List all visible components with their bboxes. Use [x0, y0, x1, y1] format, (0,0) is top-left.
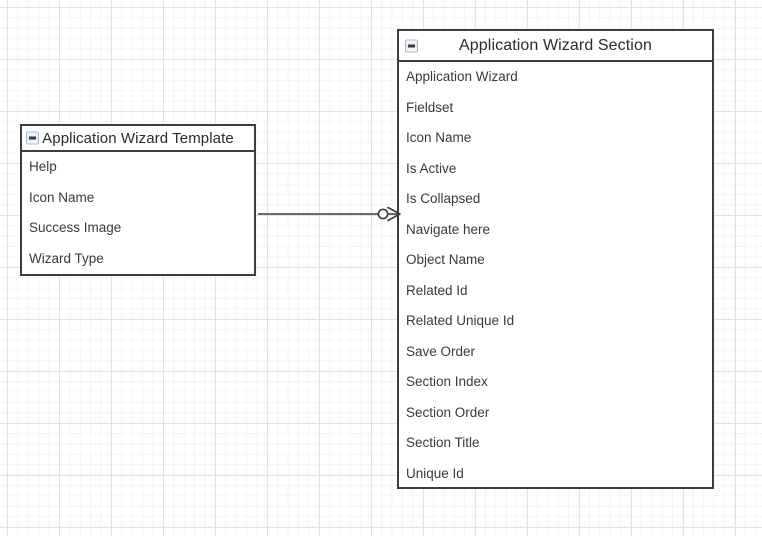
- attribute-row[interactable]: Help: [29, 159, 57, 174]
- attribute-row[interactable]: Section Title: [406, 435, 480, 450]
- entity-application-wizard-template[interactable]: Application Wizard Template Help Icon Na…: [20, 124, 256, 276]
- attribute-row[interactable]: Wizard Type: [29, 250, 104, 266]
- minus-bar: [408, 44, 415, 47]
- attribute-row[interactable]: Application Wizard: [406, 69, 518, 84]
- attribute-row[interactable]: Fieldset: [406, 99, 454, 115]
- attribute-list: Help Icon Name Success Image Wizard Type: [22, 152, 254, 274]
- cardinality-many-crowsfoot: [387, 206, 401, 222]
- attribute-row[interactable]: Related Unique Id: [406, 313, 515, 328]
- minus-bar: [29, 136, 36, 140]
- attribute-row[interactable]: Save Order: [406, 343, 476, 359]
- attribute-row[interactable]: Object Name: [406, 252, 485, 267]
- attribute-row[interactable]: Is Collapsed: [406, 191, 481, 206]
- attribute-row[interactable]: Success Image: [29, 220, 122, 235]
- cardinality-zero-circle: [377, 208, 389, 220]
- entity-title: Application Wizard Section: [459, 36, 652, 54]
- relationship-connector[interactable]: [250, 198, 402, 232]
- attribute-row[interactable]: Related Id: [406, 282, 468, 298]
- attribute-row[interactable]: Section Index: [406, 374, 488, 389]
- attribute-row[interactable]: Icon Name: [406, 130, 472, 145]
- entity-header[interactable]: Application Wizard Template: [22, 126, 254, 152]
- attribute-list: Application Wizard Fieldset Icon Name Is…: [399, 62, 712, 489]
- attribute-row[interactable]: Is Active: [406, 160, 457, 176]
- entity-application-wizard-section[interactable]: Application Wizard Section Application W…: [397, 29, 714, 489]
- attribute-row[interactable]: Icon Name: [29, 189, 95, 205]
- attribute-row[interactable]: Unique Id: [406, 465, 464, 481]
- collapse-minus-icon[interactable]: [405, 39, 418, 52]
- entity-title: Application Wizard Template: [42, 129, 234, 147]
- attribute-row[interactable]: Navigate here: [406, 221, 491, 237]
- collapse-minus-icon[interactable]: [26, 131, 39, 145]
- attribute-row[interactable]: Section Order: [406, 404, 490, 420]
- entity-header[interactable]: Application Wizard Section: [399, 31, 712, 62]
